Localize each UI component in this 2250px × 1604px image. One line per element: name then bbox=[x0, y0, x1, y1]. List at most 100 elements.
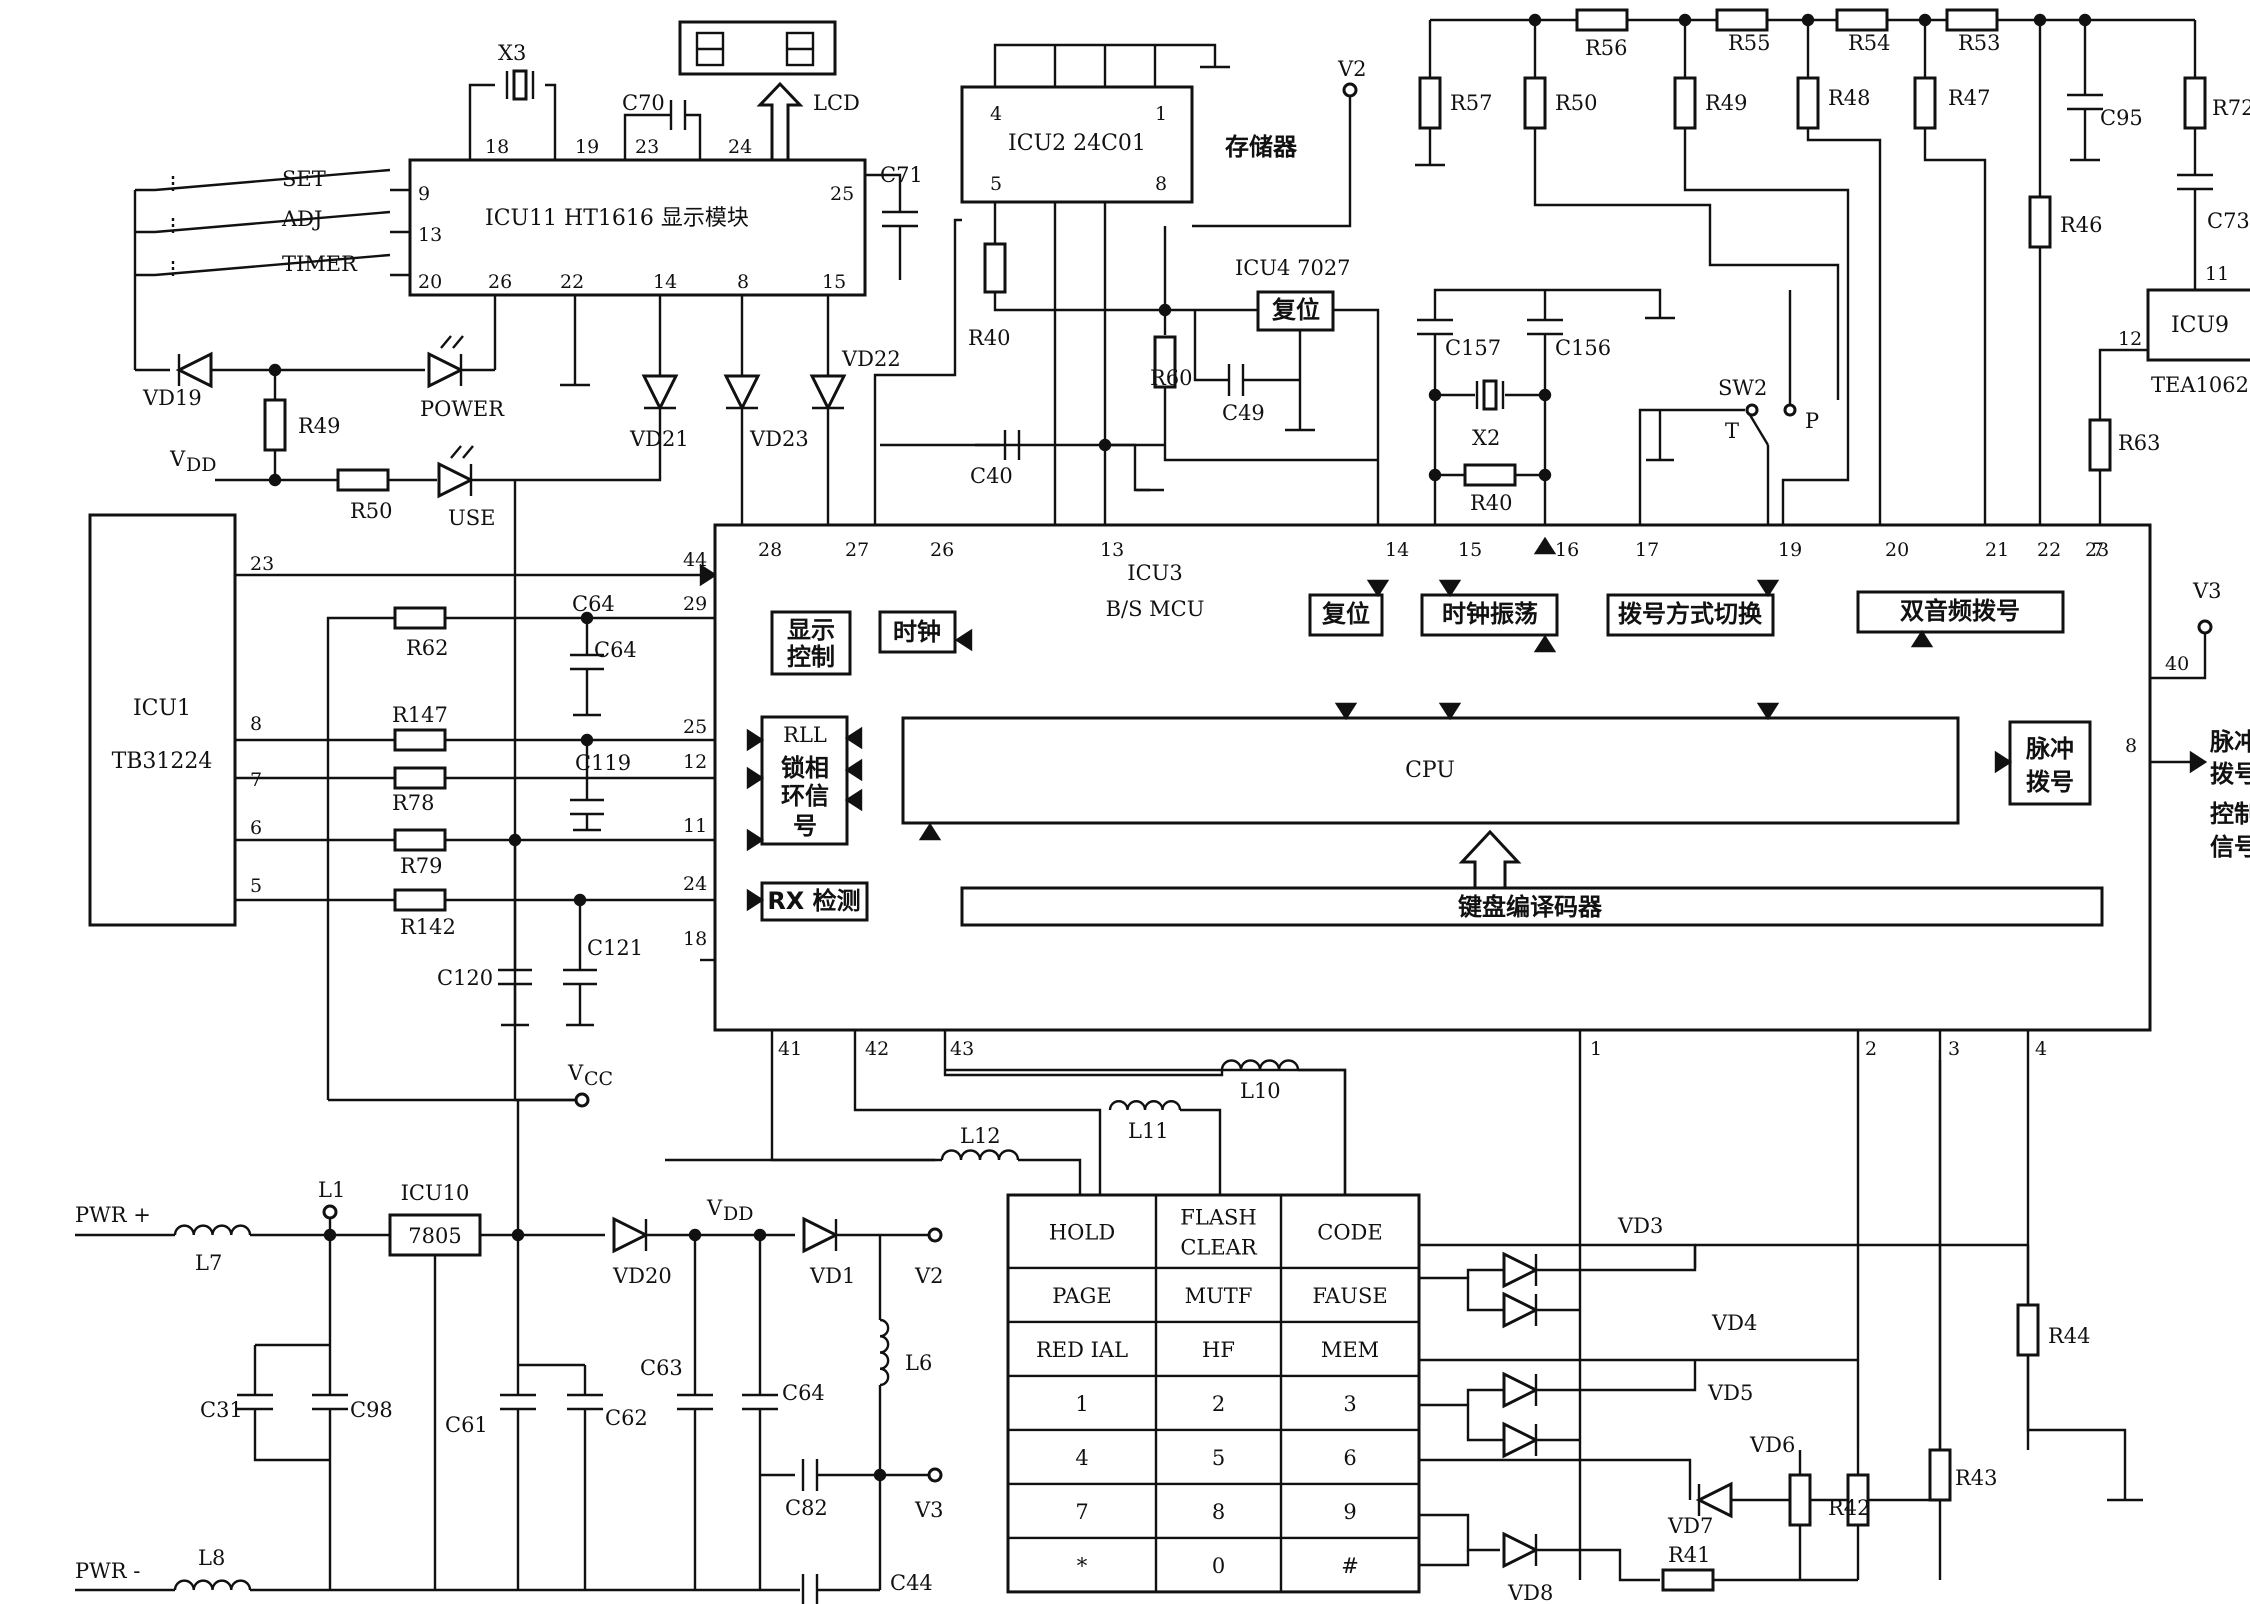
icu1-box bbox=[88, 513, 237, 927]
icu2-label: ICU2 24C01 bbox=[1008, 131, 1146, 156]
wire bbox=[1537, 1245, 1697, 1272]
resistor bbox=[263, 398, 287, 452]
component-label: R79 bbox=[400, 854, 443, 878]
pin-number: 24 bbox=[683, 873, 707, 895]
junction-dot bbox=[1428, 388, 1442, 402]
wire bbox=[1180, 1108, 1222, 1195]
keypad-key: 3 bbox=[1343, 1392, 1356, 1416]
switch-contact bbox=[1783, 403, 1797, 417]
pin-number: 21 bbox=[1985, 539, 2009, 561]
component-label: C98 bbox=[350, 1398, 393, 1422]
component-label: VD20 bbox=[612, 1264, 672, 1288]
keyboard-label: 键盘编译码器 bbox=[1458, 893, 1603, 921]
component-label: R55 bbox=[1728, 31, 1771, 55]
wire bbox=[468, 83, 495, 160]
inductor bbox=[173, 1224, 252, 1236]
wire bbox=[1537, 1548, 1660, 1582]
keypad-key: FAUSE bbox=[1312, 1284, 1387, 1308]
arrowhead bbox=[746, 766, 765, 790]
diode bbox=[723, 374, 761, 412]
wire bbox=[1419, 1458, 1692, 1500]
osc-block bbox=[1420, 593, 1559, 637]
wire bbox=[1018, 1158, 1082, 1195]
lcd-bus-arrow bbox=[756, 81, 804, 162]
icu3-label: ICU3 bbox=[1127, 561, 1182, 585]
pin-number: 25 bbox=[683, 716, 707, 738]
arrowhead bbox=[1334, 702, 1358, 721]
switch-blade bbox=[154, 253, 391, 277]
diode bbox=[1502, 1531, 1540, 1569]
wire bbox=[2026, 1355, 2127, 1500]
wire bbox=[253, 1409, 330, 1462]
component-label: L7 bbox=[195, 1251, 222, 1275]
sw2-p-label: P bbox=[1805, 409, 1819, 433]
arrowhead bbox=[918, 822, 942, 841]
inductor bbox=[879, 1318, 890, 1387]
component-label: R54 bbox=[1848, 31, 1891, 55]
pin-number: 43 bbox=[950, 1038, 974, 1060]
block-label: 复位 bbox=[1321, 600, 1370, 628]
resistor bbox=[1418, 76, 1442, 130]
keyboard-codec-block bbox=[960, 886, 2104, 927]
resistor bbox=[2016, 1303, 2040, 1357]
rx-detect-block bbox=[760, 881, 869, 922]
pin-number: 1 bbox=[1155, 103, 1167, 125]
block-label: 拨号 bbox=[2026, 768, 2074, 796]
component-label: R41 bbox=[1668, 1543, 1711, 1567]
resistor bbox=[1575, 8, 1629, 32]
v3-label: V3 bbox=[2192, 579, 2222, 603]
resistor bbox=[1835, 8, 1889, 32]
junction-dot bbox=[2033, 13, 2047, 27]
component-label: C71 bbox=[880, 163, 923, 187]
component-label: L11 bbox=[1128, 1119, 1169, 1143]
component-label: C156 bbox=[1555, 336, 1611, 360]
keypad-key: 8 bbox=[1212, 1500, 1225, 1524]
block-label: 时钟 bbox=[893, 618, 941, 646]
resistor bbox=[1673, 76, 1697, 130]
pin-number: 14 bbox=[653, 271, 677, 293]
wire bbox=[1923, 128, 1987, 525]
wire bbox=[1537, 1360, 1697, 1392]
component-label: C73 bbox=[2207, 209, 2250, 233]
junction-dot bbox=[1428, 468, 1442, 482]
component-label: C70 bbox=[622, 91, 665, 115]
l1-label: L1 bbox=[318, 1178, 345, 1202]
led-power-label: POWER bbox=[420, 397, 505, 421]
junction-dot bbox=[1678, 13, 1692, 27]
component-label: C63 bbox=[640, 1356, 683, 1380]
block-label: 双音频拨号 bbox=[1900, 597, 2020, 625]
arrowhead bbox=[746, 828, 765, 852]
components bbox=[88, 8, 2250, 1604]
wire bbox=[993, 292, 1165, 312]
resistor bbox=[1928, 1448, 1952, 1502]
arrowhead bbox=[1910, 629, 1934, 648]
arrowhead bbox=[1533, 536, 1557, 555]
pin-number: 11 bbox=[2205, 263, 2229, 285]
icu9-label: ICU9 bbox=[2171, 313, 2229, 338]
arrowhead bbox=[1533, 634, 1557, 653]
arrowhead bbox=[1994, 750, 2013, 774]
sw2-label: SW2 bbox=[1718, 376, 1767, 400]
component-label: C40 bbox=[970, 464, 1013, 488]
arrowhead bbox=[746, 888, 765, 912]
switch-blade bbox=[154, 168, 391, 192]
inductor bbox=[1108, 1100, 1182, 1111]
resistor bbox=[1846, 1473, 1870, 1527]
keypad-key: 1 bbox=[1075, 1392, 1088, 1416]
resistor bbox=[1715, 8, 1769, 32]
inductor bbox=[173, 1579, 252, 1591]
icu3-label: B/S MCU bbox=[1106, 597, 1205, 621]
component-label: R56 bbox=[1585, 36, 1628, 60]
arrowhead bbox=[1438, 579, 1462, 598]
pwr-pos-label: PWR + bbox=[75, 1203, 151, 1227]
resistor bbox=[1796, 76, 1820, 130]
component-label: C95 bbox=[2100, 106, 2143, 130]
resistor bbox=[393, 828, 447, 852]
terminal bbox=[2197, 619, 2213, 635]
pin-number: 8 bbox=[2125, 735, 2137, 757]
icu2-box bbox=[960, 85, 1194, 204]
wire bbox=[1433, 288, 1662, 318]
pin-number: 4 bbox=[990, 103, 1002, 125]
diode bbox=[175, 351, 213, 389]
keypad-key: 9 bbox=[1343, 1500, 1356, 1524]
